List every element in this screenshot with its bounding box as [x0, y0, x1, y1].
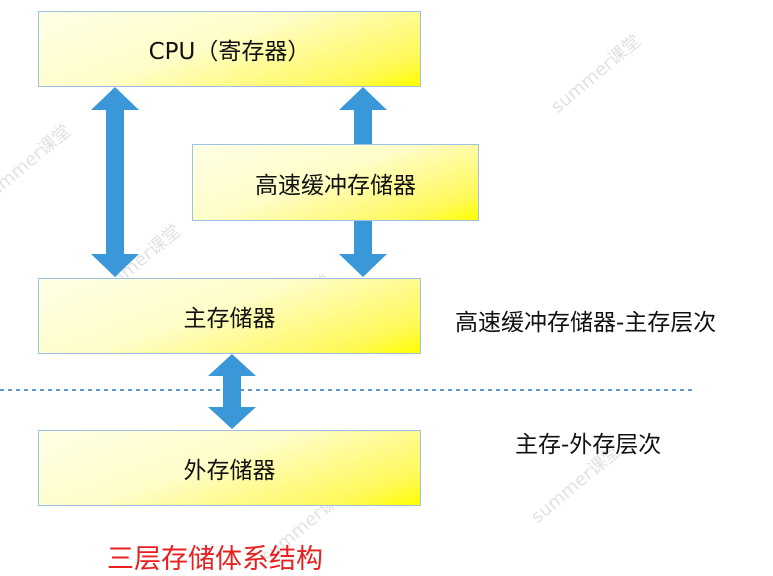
diagram-caption: 三层存储体系结构	[107, 544, 323, 575]
up-arrow-cache-cpu	[339, 87, 387, 144]
main-memory-box: 主存储器	[38, 278, 421, 354]
double-arrow-cpu-main	[91, 87, 139, 277]
down-arrow-cache-main	[339, 220, 387, 277]
double-arrow-main-external	[208, 354, 256, 429]
cpu-register-box: CPU（寄存器）	[38, 11, 421, 87]
external-memory-box: 外存储器	[38, 430, 421, 506]
cache-memory-box: 高速缓冲存储器	[192, 144, 479, 221]
main-external-level-label: 主存-外存层次	[515, 432, 662, 458]
cache-main-level-label: 高速缓冲存储器-主存层次	[455, 310, 717, 336]
